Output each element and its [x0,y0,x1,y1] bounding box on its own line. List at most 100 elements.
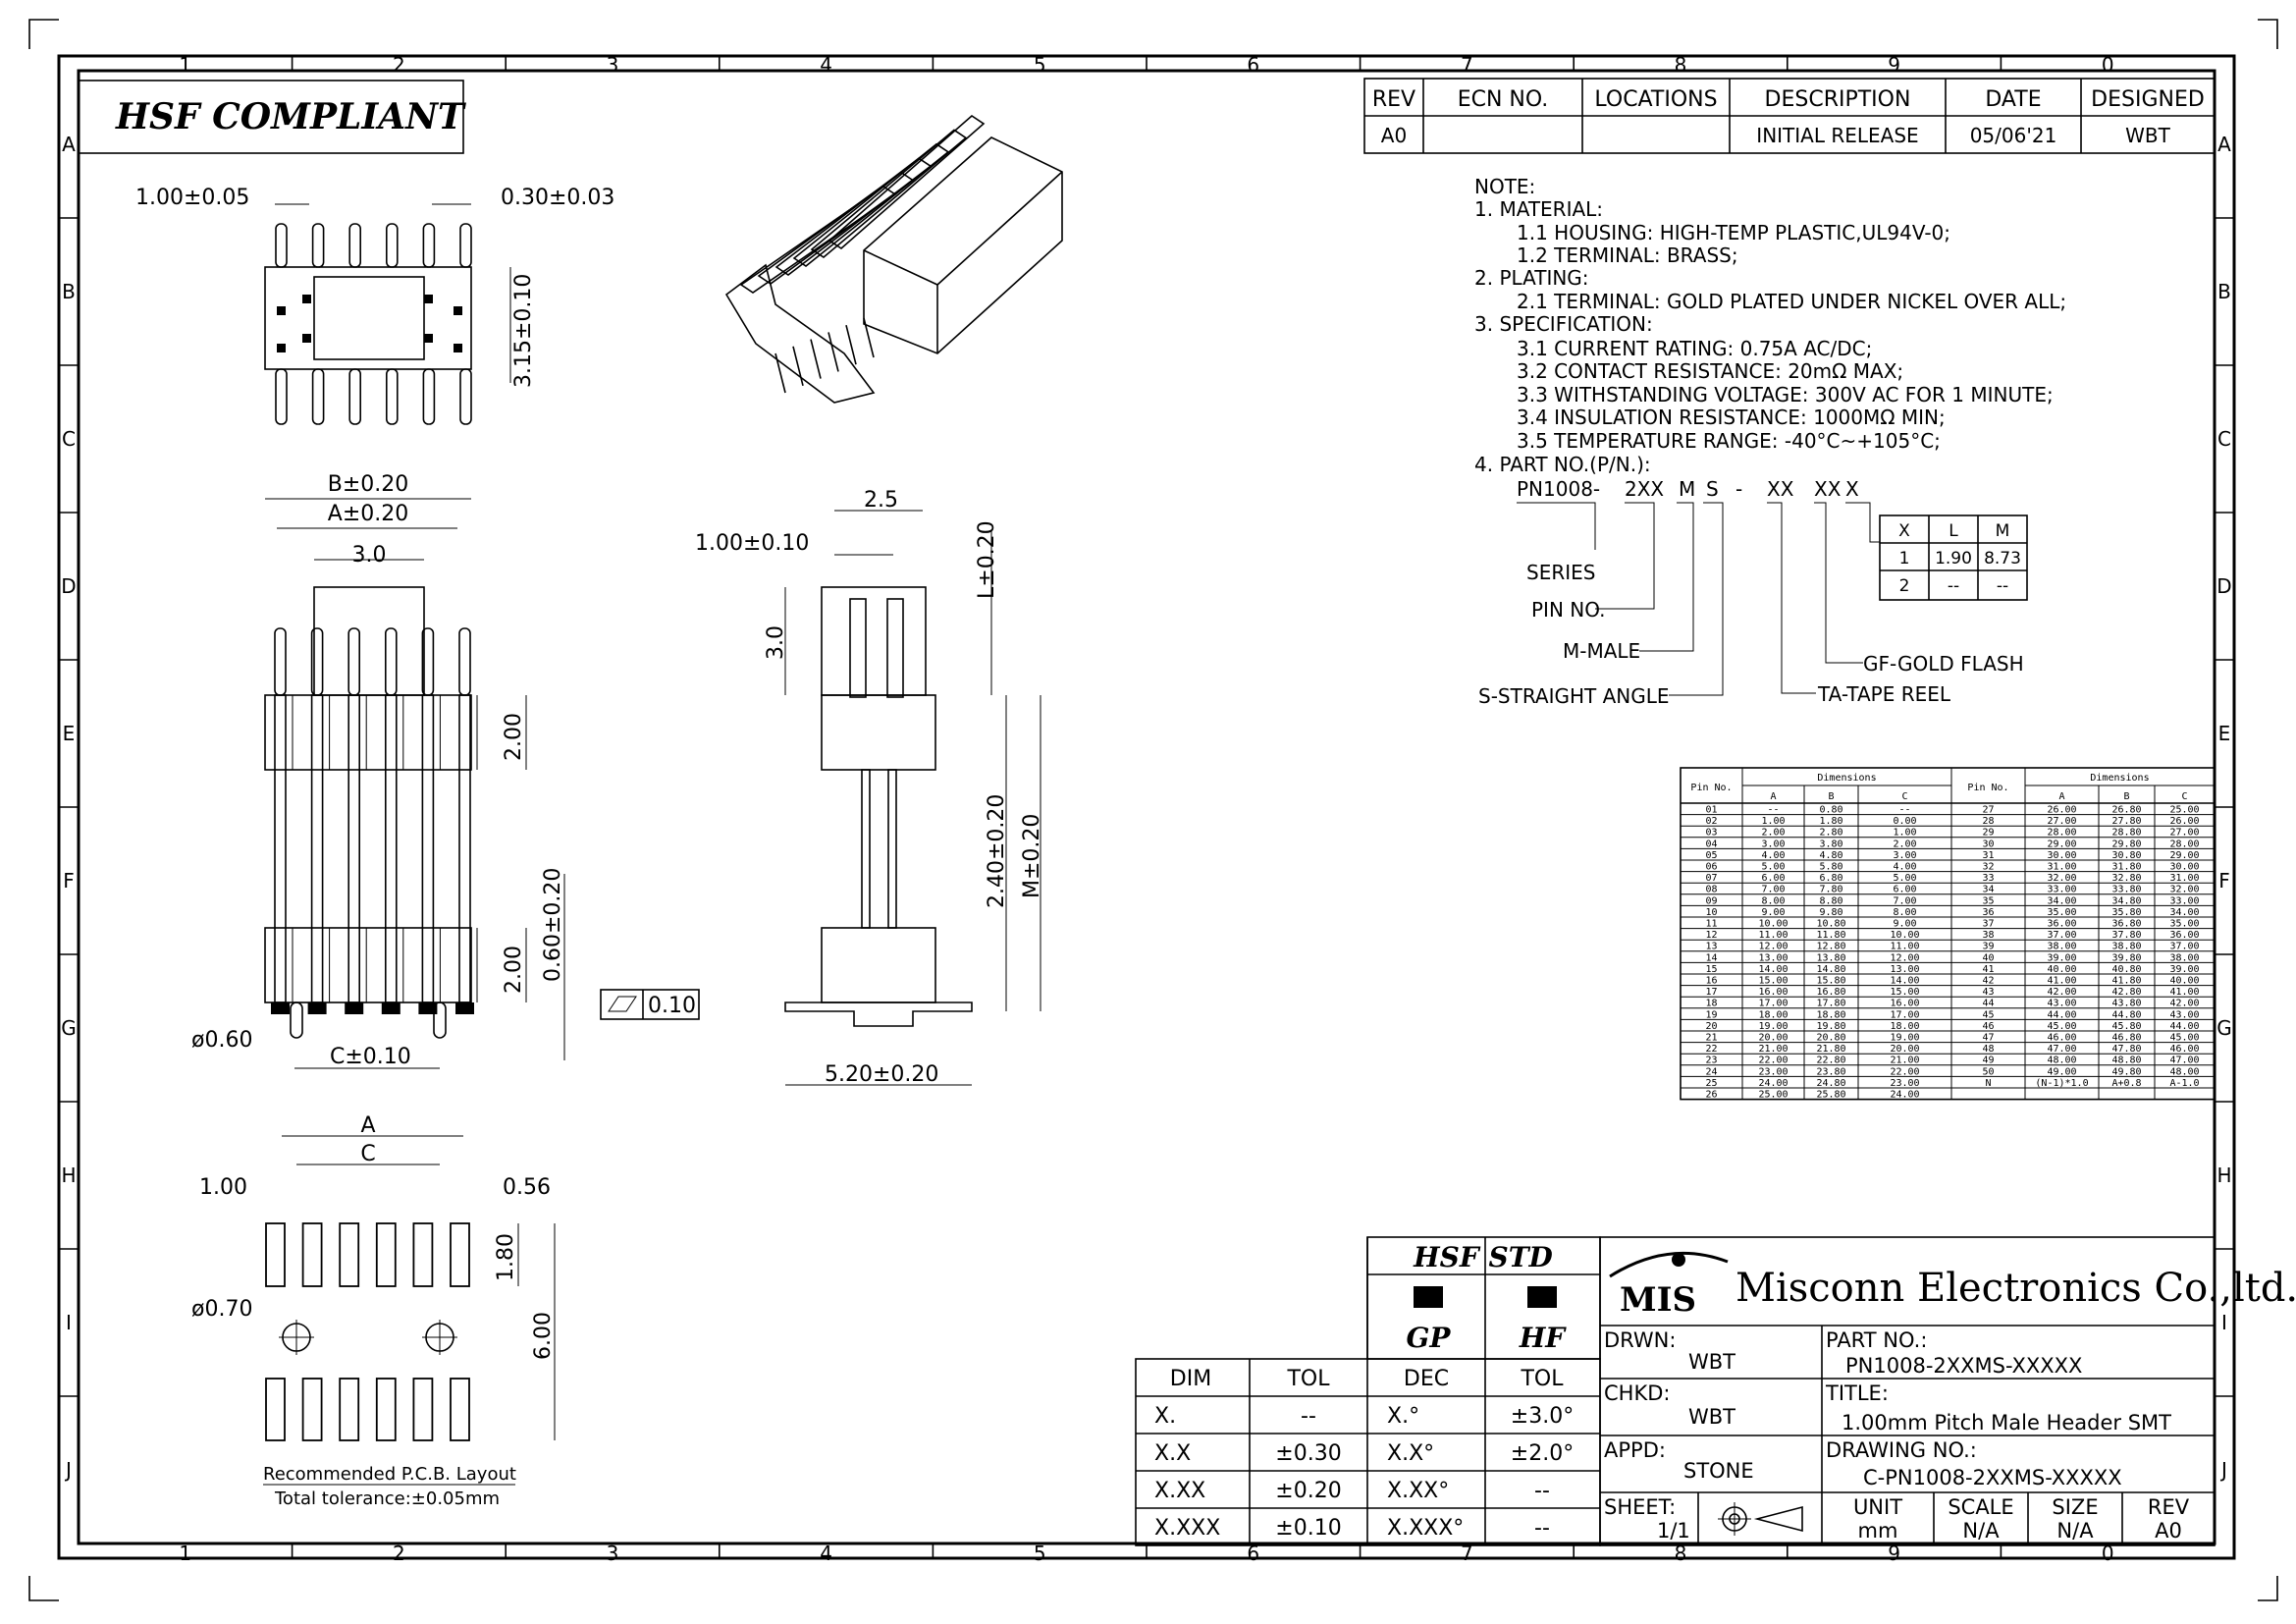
dim-table-cell: A-1.0 [2169,1078,2199,1089]
xlm-table: X L M 1 1.90 8.73 2 -- -- [1879,514,2028,601]
dim-table-cell: 08 [1705,885,1717,895]
dim-table-cell: 47.00 [2047,1044,2076,1055]
dim-table-cell: 5.00 [1893,873,1916,884]
pcb-pad-w-dim: 1.00 [199,1175,247,1200]
dim-table-cell: 15.00 [1890,987,1919,998]
a-dim: A±0.20 [328,502,408,526]
dim-table-cell: 44.80 [2111,1009,2141,1020]
dim-table-cell: 44 [1982,999,1994,1009]
note-line: 1. MATERIAL: [1474,197,1603,221]
pn-male-label: M-MALE [1563,639,1640,663]
dim-table-cell: 47 [1982,1033,1994,1044]
dim-table-cell: 6.00 [1893,885,1916,895]
dim-table-cell: 05 [1705,850,1717,861]
dim-table-cell: 6.00 [1761,873,1785,884]
dim-table-cell: 48.80 [2111,1056,2141,1066]
dim-table-cell: 1.80 [1819,816,1842,827]
c-dim: C±0.10 [330,1045,411,1069]
dim-table-cell: 41.00 [2169,987,2199,998]
dim-table-cell: 31.00 [2047,862,2076,873]
note-line: 2.1 TERMINAL: GOLD PLATED UNDER NICKEL O… [1517,290,2066,313]
hf-mark [1527,1286,1557,1308]
rev-header: REV [1372,87,1415,112]
side-pitch-dim: 1.00±0.10 [695,531,809,556]
description-cell: INITIAL RELEASE [1756,124,1918,147]
frame-col-number: 2 [393,1542,405,1565]
side-view: 2.5 1.00±0.10 3.0 L±0.20 2.40±0.20 M±0.2… [695,488,1044,1087]
dim-table-cell: 16.80 [1816,987,1845,998]
dim-table-cell: 2.00 [1893,839,1916,849]
dim-table-cell: 2.00 [1761,828,1785,839]
frame-col-number: 7 [1461,53,1473,77]
tol-cell: ±2.0° [1511,1441,1574,1466]
dim-table-cell: 42 [1982,976,1994,987]
dim-table-cell: 5.80 [1819,862,1842,873]
dim-table-cell: 9.00 [1893,919,1916,930]
dim-table-cell: 36.00 [2047,919,2076,930]
dim-table-cell: 14 [1705,952,1717,963]
frame-col-number: 5 [1034,53,1046,77]
dim-table-cell: 47.80 [2111,1044,2141,1055]
gp-label: GP [1407,1322,1452,1354]
sheet-value: 1/1 [1657,1519,1690,1543]
dim-table-header: Pin No. [1967,783,2008,793]
dim-table-cell: 01 [1705,805,1717,816]
dim-table-cell: 17 [1705,987,1717,998]
dim-table-cell: 19 [1705,1009,1717,1020]
dim-table-cell: 09 [1705,895,1717,906]
appd-value: STONE [1683,1459,1754,1483]
frame-col-number: 8 [1675,1542,1687,1565]
dim-table-cell: 29.80 [2111,839,2141,849]
dim-table-cell: 37.00 [2169,942,2199,952]
dia-dim: ø0.60 [191,1028,252,1053]
dim-table-cell: 45.80 [2111,1021,2141,1032]
pcb-pad [450,1378,470,1441]
dim-table-header: Pin No. [1690,783,1732,793]
note-line: NOTE: [1474,175,1535,198]
dim-table-cell: 46.00 [2047,1033,2076,1044]
dim-table-cell: 30.80 [2111,850,2141,861]
frame-row-letter: I [66,1311,72,1334]
pcb-pad [265,1378,286,1441]
dim-table-cell: 23 [1705,1056,1717,1066]
dim-table-cell: 44.00 [2047,1009,2076,1020]
l-dim: L±0.20 [975,520,999,599]
drwn-value: WBT [1688,1350,1735,1374]
note-line: 3. SPECIFICATION: [1474,312,1653,336]
frame-col-number: 9 [1888,1542,1900,1565]
dim-table-cell: 16.00 [1890,999,1919,1009]
gp-mark [1414,1286,1443,1308]
dim-table-cell: 42.80 [2111,987,2141,998]
dim-table-cell: 39.00 [2047,952,2076,963]
dim-table-cell: 12.00 [1890,952,1919,963]
dim-table-cell: 25.00 [1758,1090,1788,1101]
sheet-label: SHEET: [1604,1495,1676,1519]
pcb-pad [301,1378,323,1441]
frame-ticks [59,56,2234,1558]
dim-table-cell: 43.00 [2169,1009,2199,1020]
frame-col-number: 1 [179,53,191,77]
dim-table-cell: 40.80 [2111,964,2141,975]
frame-col-number: 6 [1247,1542,1259,1565]
dim-table-cell: 8.00 [1893,907,1916,918]
frame-col-number: 4 [820,1542,832,1565]
pcb-pad [375,1222,397,1287]
dim-table-cell: 9.00 [1761,907,1785,918]
dim-table-cell: 0.00 [1893,816,1916,827]
frame-row-letter: I [2221,1311,2227,1334]
date-cell: 05/06'21 [1970,124,2057,147]
projection-symbol-icon [1718,1502,1803,1536]
hsf-compliant-title: HSF COMPLIANT [115,96,466,137]
dim-table-cell: 34 [1982,885,1994,895]
dim-table-cell: 33.00 [2169,895,2199,906]
frame-row-letter: D [2216,574,2231,598]
dim-table-cell: 35.00 [2169,919,2199,930]
dim-table-cell: 29.00 [2047,839,2076,849]
dim-table-cell: 23.00 [1758,1066,1788,1077]
note-line: 3.1 CURRENT RATING: 0.75A AC/DC; [1517,337,1872,360]
dim-table-cell: 27.00 [2047,816,2076,827]
tol-cell: ±3.0° [1511,1404,1574,1429]
dim-table-cell: 46.00 [2169,1044,2199,1055]
tol-cell: X.X° [1387,1441,1434,1466]
side-h-dim: 3.0 [764,625,788,660]
